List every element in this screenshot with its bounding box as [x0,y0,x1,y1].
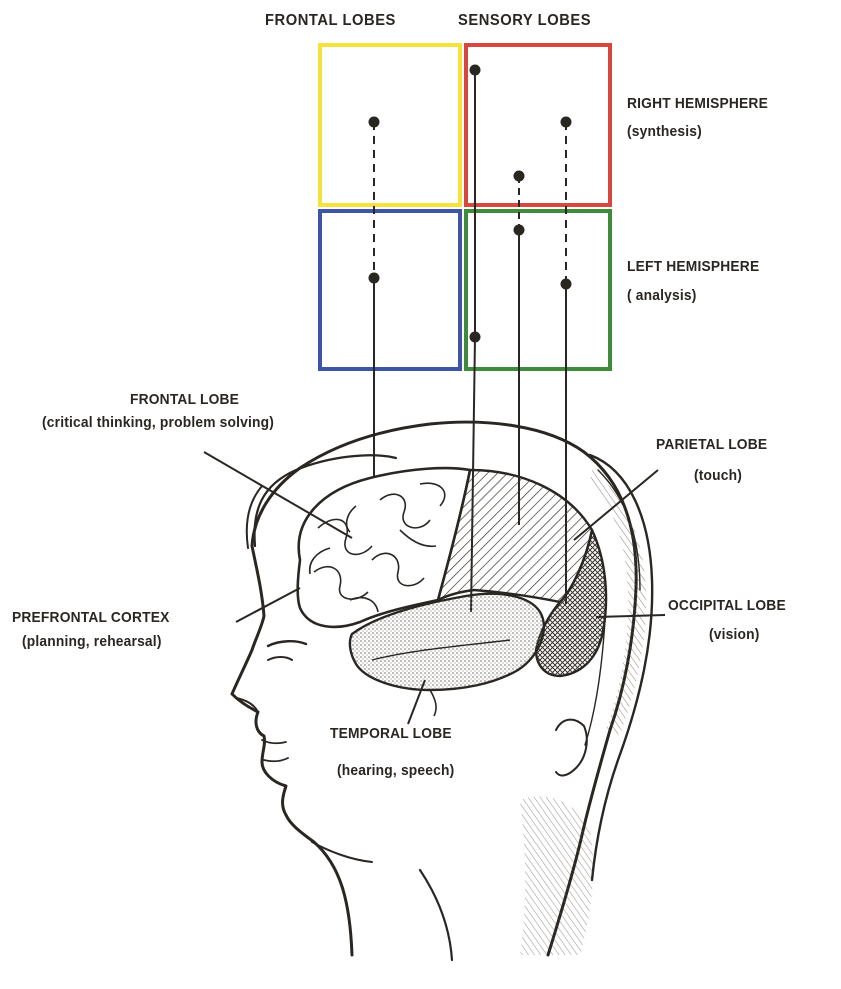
left-sensory-box [466,211,610,369]
sensory-lobes-header: SENSORY LOBES [458,12,591,30]
right-sensory-box [466,45,610,205]
temporal-lobe-title: TEMPORAL LOBE [330,725,452,743]
right-hemisphere-subtitle: (synthesis) [627,123,702,141]
left-hemisphere-subtitle: ( analysis) [627,287,697,305]
frontal-lobe-subtitle: (critical thinking, problem solving) [42,414,274,432]
occipital-lobe-title: OCCIPITAL LOBE [668,597,786,615]
parietal-lobe-title: PARIETAL LOBE [656,436,767,454]
temporal-lobe-subtitle: (hearing, speech) [337,762,454,780]
left-hemisphere-title: LEFT HEMISPHERE [627,258,759,276]
neck-shading [520,796,593,955]
parietal-pointer [514,171,525,526]
occipital-lobe-subtitle: (vision) [709,626,760,644]
frontal-pointer [369,117,380,534]
brain [298,468,606,716]
right-hemisphere-title: RIGHT HEMISPHERE [627,95,768,113]
right-frontal-box [320,45,460,205]
prefrontal-cortex-subtitle: (planning, rehearsal) [22,633,162,651]
prefrontal-cortex-title: PREFRONTAL CORTEX [12,609,169,627]
frontal-lobes-header: FRONTAL LOBES [265,12,396,30]
left-frontal-box [320,211,460,369]
parietal-lobe-subtitle: (touch) [694,467,742,485]
frontal-lobe-title: FRONTAL LOBE [130,391,239,409]
